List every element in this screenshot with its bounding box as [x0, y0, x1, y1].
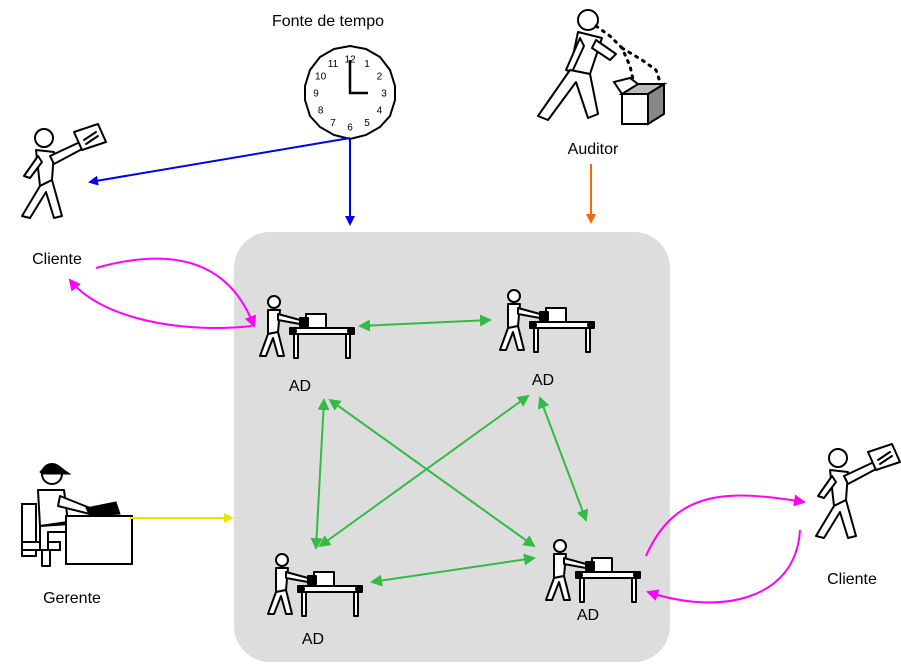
clock-numeral: 1 — [364, 59, 370, 70]
ad-bottom-left-label: AD — [302, 631, 324, 648]
clock-numeral: 8 — [318, 106, 324, 117]
ad-tr-ad-bl-arrow — [318, 394, 530, 548]
ad-bottom-right-label: AD — [577, 607, 599, 624]
client-right-to-ad-arrow — [646, 529, 801, 604]
client-left-to-ad-arrow — [95, 257, 257, 328]
client-right-icon — [815, 443, 901, 539]
manager-label: Gerente — [43, 590, 101, 607]
ad-tr-ad-br-arrow — [537, 396, 589, 522]
clock-numeral: 6 — [347, 123, 353, 134]
clock-numeral: 5 — [364, 118, 370, 129]
clock-numeral: 3 — [381, 89, 387, 100]
ad-tl-ad-tr-arrow — [358, 314, 492, 332]
time-source-label: Fonte de tempo — [272, 13, 384, 30]
client-left-icon — [21, 123, 107, 219]
clock-numeral: 10 — [315, 72, 327, 83]
client-right-label: Cliente — [827, 571, 877, 588]
ad-domain-box — [234, 232, 670, 662]
ad-top-right-label: AD — [532, 372, 554, 389]
ad-top-left-label: AD — [289, 378, 311, 395]
time-to-client-arrow — [88, 137, 351, 186]
manager-at-desk-icon — [21, 463, 133, 567]
ad-bl-ad-br-arrow — [370, 553, 536, 587]
client-left-label: Cliente — [32, 251, 82, 268]
ad-to-client-left-arrow — [68, 278, 253, 329]
ad-to-client-right-arrow — [645, 494, 806, 557]
clock-numeral: 11 — [328, 59, 339, 70]
clock-numeral: 2 — [377, 72, 383, 83]
auditor-figure-icon — [537, 9, 668, 126]
auditor-label: Auditor — [568, 141, 619, 158]
clock-numeral: 4 — [377, 106, 383, 117]
clock-numeral: 7 — [330, 118, 336, 129]
clock-numeral: 9 — [313, 89, 319, 100]
